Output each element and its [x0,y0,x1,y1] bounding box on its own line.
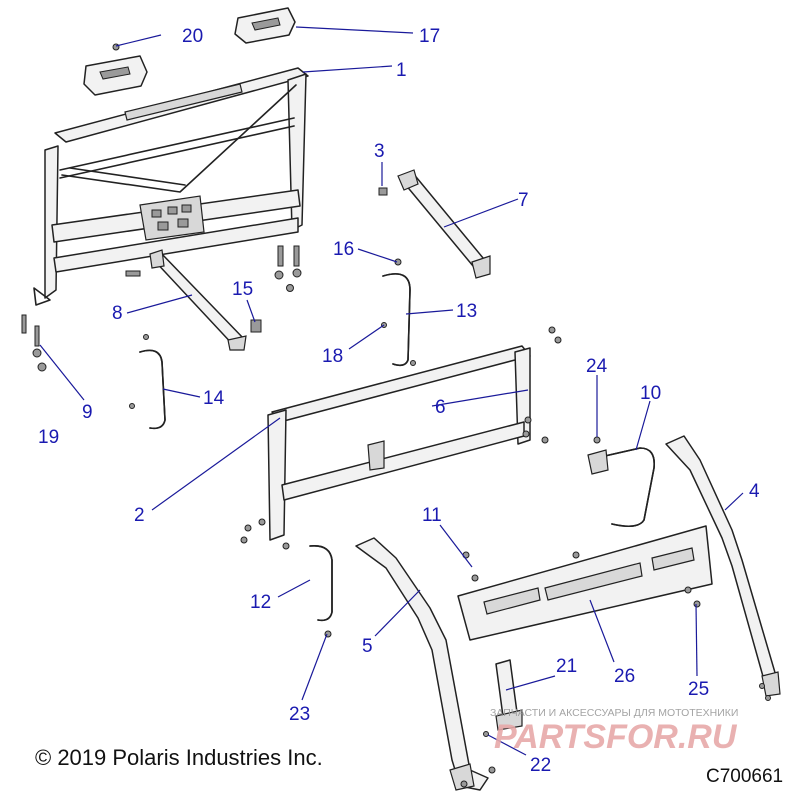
callout-25: 25 [688,679,709,700]
watermark-brand: PARTSFOR.RU [494,718,738,756]
callout-19: 19 [38,427,59,448]
callout-1: 1 [396,60,407,81]
pillar-part-5 [355,537,496,791]
fastener-part-3 [378,187,388,196]
callout-15: 15 [232,279,253,300]
callout-6: 6 [435,397,446,418]
callouts: 1 2 3 4 5 6 7 8 9 10 11 12 13 14 15 16 1… [38,26,760,776]
frame-part-1 [33,67,309,306]
callout-7: 7 [518,190,529,211]
handle-part-10 [587,436,656,528]
diagram-code: C700661 [706,766,784,787]
callout-4: 4 [749,481,760,502]
callout-2: 2 [134,505,145,526]
handle-part-12 [309,544,333,638]
fasteners-upper [21,43,416,409]
bracket-part-21 [483,659,523,737]
callout-17: 17 [419,26,440,47]
callout-8: 8 [112,303,123,324]
cover-part-20 [83,55,148,96]
frame-part-6 [240,326,562,550]
pillar-part-4 [665,435,781,701]
callout-22: 22 [530,755,551,776]
callout-12: 12 [250,592,271,613]
callout-26: 26 [614,666,635,687]
callout-20: 20 [182,26,203,47]
callout-9: 9 [82,402,93,423]
callout-24: 24 [586,356,608,377]
callout-21: 21 [556,656,577,677]
brace-part-8 [149,249,247,351]
callout-18: 18 [322,346,343,367]
callout-23: 23 [289,704,310,725]
copyright-notice: © 2019 Polaris Industries Inc. [35,745,323,770]
callout-3: 3 [374,141,385,162]
handle-part-14 [139,349,166,430]
brace-part-7 [397,169,491,279]
callout-13: 13 [456,301,477,322]
cover-part-17 [234,7,296,44]
callout-5: 5 [362,636,373,657]
callout-10: 10 [640,383,661,404]
callout-14: 14 [203,388,225,409]
panel-part-26 [457,525,713,641]
callout-11: 11 [422,505,442,526]
watermark: ЗАПЧАСТИ И АКСЕССУАРЫ ДЛЯ МОТОТЕХНИКИ PA… [490,707,738,756]
leader-lines [39,26,744,756]
watermark-subtitle: ЗАПЧАСТИ И АКСЕССУАРЫ ДЛЯ МОТОТЕХНИКИ [490,707,738,719]
callout-16: 16 [333,239,354,260]
handle-part-13 [382,273,411,367]
